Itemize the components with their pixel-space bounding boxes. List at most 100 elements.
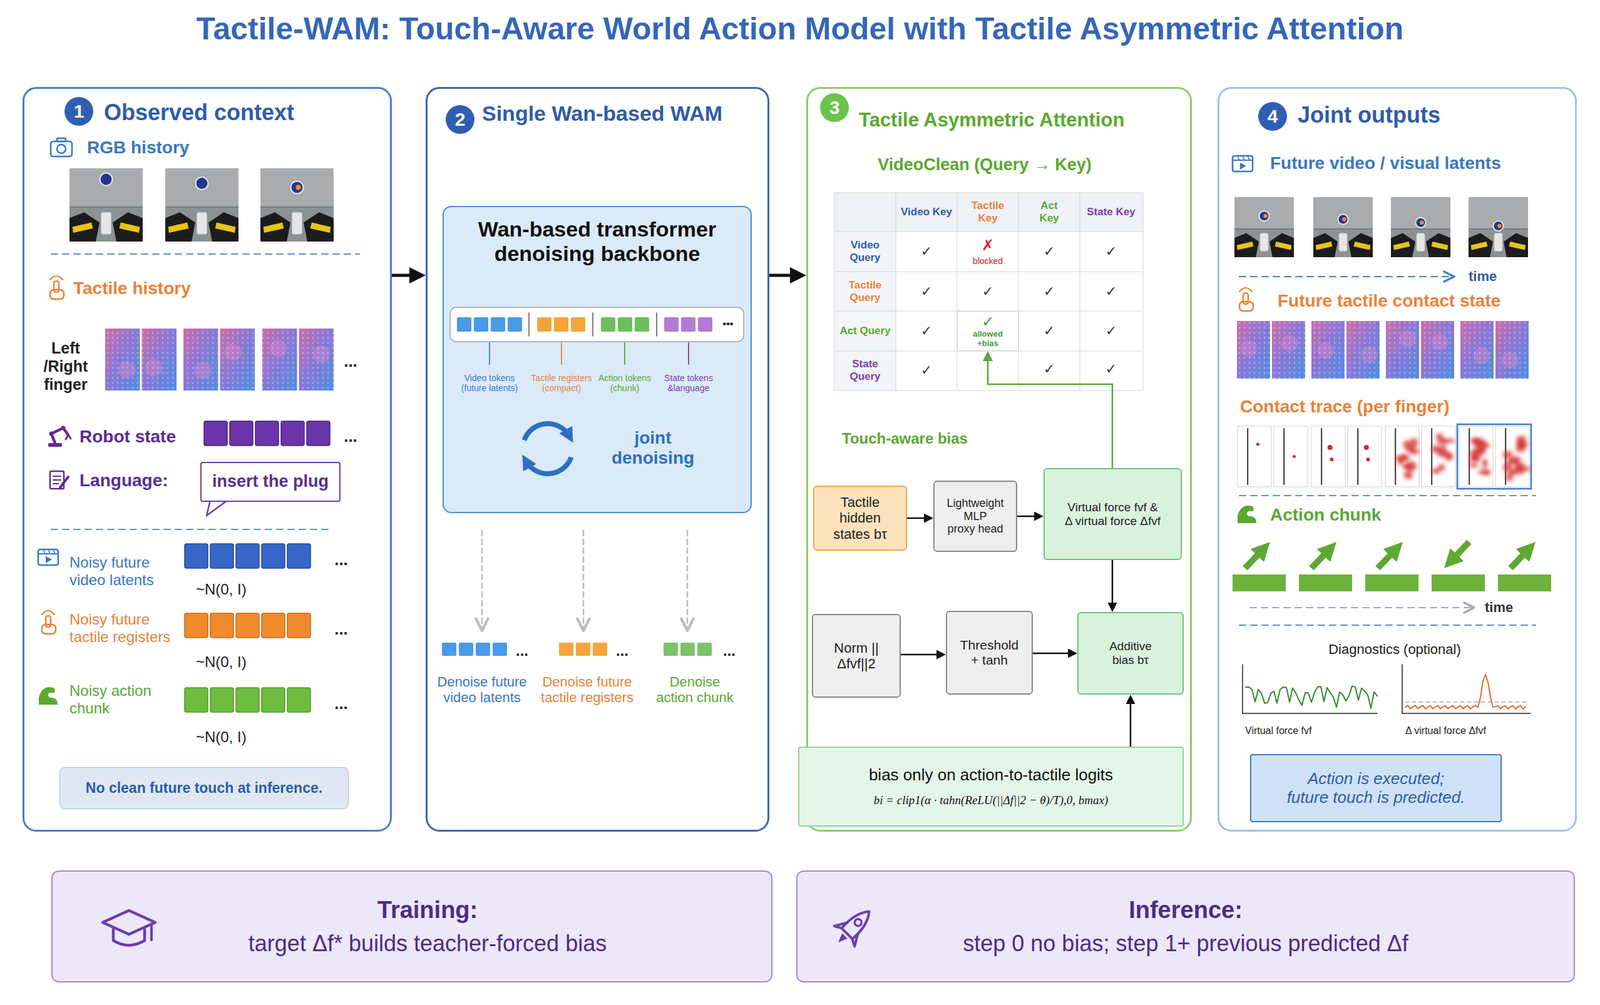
text-label: Denoise future tactile registers	[535, 674, 640, 707]
joint-outputs-figure	[1494, 233, 1503, 252]
joint-outputs-figure	[1283, 428, 1285, 485]
text-label: Touch-aware bias	[841, 430, 968, 448]
joint-outputs-figure	[1245, 686, 1378, 708]
observed-context-figure	[210, 687, 234, 713]
observed-context-figure	[51, 528, 329, 531]
joint-outputs-figure	[1405, 674, 1526, 710]
joint-outputs-figure	[1247, 155, 1250, 161]
observed-context-figure	[72, 222, 94, 233]
joint-outputs-figure	[1357, 428, 1359, 485]
connector-arrow	[900, 654, 941, 657]
backbone-figure	[492, 642, 508, 657]
joint-outputs-figure	[1435, 433, 1444, 441]
joint-outputs-figure	[1250, 607, 1475, 609]
backbone-figure	[525, 457, 571, 474]
process-box: Lightweight MLP proxy head	[933, 480, 1018, 553]
text-label: ✓	[1105, 361, 1117, 377]
attention-table	[1018, 192, 1020, 391]
attention-table	[834, 231, 1144, 233]
observed-context-figure	[260, 168, 334, 207]
joint-outputs-figure	[1497, 224, 1502, 229]
joint-outputs-figure	[1315, 241, 1333, 250]
joint-outputs-figure	[1395, 455, 1408, 461]
backbone-figure	[558, 642, 574, 657]
attention-table	[834, 271, 1144, 273]
panel-heading: Single Wan-based WAM	[482, 101, 723, 126]
joint-outputs-figure	[1241, 664, 1244, 714]
observed-context-figure	[255, 421, 279, 446]
joint-outputs-figure	[1469, 456, 1478, 462]
joint-outputs-figure	[1460, 321, 1494, 379]
joint-outputs-figure	[1239, 495, 1536, 497]
icon	[102, 910, 156, 935]
joint-outputs-figure	[1245, 550, 1263, 569]
text-label: ...	[334, 550, 349, 570]
backbone-figure	[592, 312, 594, 337]
observed-context-figure	[262, 328, 298, 391]
observed-context-figure	[262, 328, 298, 391]
joint-outputs-figure	[1342, 217, 1347, 222]
joint-outputs-figure	[1292, 455, 1296, 459]
joint-outputs-figure	[1421, 426, 1456, 488]
text-label: Tactile Key	[965, 199, 1010, 225]
observed-context-figure	[220, 328, 256, 391]
text-label: Future tactile contact state	[1277, 291, 1501, 312]
joint-outputs-figure	[1457, 424, 1532, 489]
text-label: ~N(0, I)	[195, 728, 247, 747]
joint-outputs-figure	[1510, 469, 1518, 476]
text-label: ✓	[920, 323, 933, 339]
joint-outputs-figure	[1275, 241, 1293, 250]
observed-context-figure	[50, 276, 63, 280]
joint-outputs-figure	[1256, 443, 1260, 447]
observed-context-figure	[229, 421, 253, 446]
backbone-figure	[634, 317, 650, 332]
text-label: VideoClean (Query → Key)	[877, 155, 1092, 175]
joint-outputs-figure	[1468, 463, 1478, 468]
joint-outputs-figure	[1311, 426, 1346, 488]
node-text: Virtual force fvf & Δ virtual force Δfvf	[1049, 500, 1176, 529]
joint-outputs-figure	[1346, 321, 1380, 379]
joint-outputs-figure	[1313, 228, 1373, 230]
joint-outputs-figure	[1313, 197, 1373, 258]
observed-context-figure	[299, 328, 335, 391]
backbone-figure	[441, 642, 457, 657]
joint-outputs-figure	[1506, 459, 1517, 464]
joint-outputs-figure	[1492, 220, 1503, 231]
observed-context-figure	[69, 168, 143, 242]
backbone-figure	[523, 423, 570, 441]
joint-outputs-figure	[1258, 210, 1269, 221]
text-label: joint denoising	[602, 428, 703, 469]
connector-arrow	[1111, 560, 1114, 607]
joint-outputs-figure	[1365, 457, 1370, 462]
observed-context-figure	[310, 222, 332, 233]
observed-context-figure	[53, 475, 61, 477]
text-label: ...	[615, 642, 629, 660]
observed-context-figure	[69, 206, 143, 208]
node-text: bi = clip1(α · tahn(ReLU(||Δf||2 − θ)/T)…	[873, 793, 1109, 808]
joint-outputs-figure	[1431, 468, 1441, 474]
observed-context-figure	[41, 610, 55, 615]
node-text: Lightweight MLP proxy head	[939, 497, 1011, 536]
connector-arrow	[1032, 652, 1072, 655]
observed-context-figure	[208, 212, 239, 242]
node-text: bias only on action-to-tactile logits	[868, 766, 1113, 785]
process-box: Norm ||Δfvf||2	[811, 614, 901, 698]
observed-context-figure	[165, 212, 196, 242]
observed-context-figure	[45, 615, 51, 628]
backbone-figure	[507, 317, 523, 332]
joint-outputs-figure	[1348, 233, 1373, 258]
joint-outputs-figure	[1502, 450, 1513, 459]
observed-context-figure	[38, 138, 360, 713]
observed-context-figure	[235, 687, 260, 713]
observed-context-figure	[204, 421, 228, 446]
observed-context-figure	[281, 421, 305, 446]
backbone-figure	[664, 317, 679, 332]
observed-context-figure	[260, 206, 334, 208]
joint-outputs-figure	[1431, 574, 1485, 592]
observed-context-figure	[261, 543, 285, 569]
joint-outputs-figure	[1329, 457, 1334, 462]
joint-outputs-figure	[1404, 461, 1417, 471]
joint-outputs-figure	[1409, 438, 1418, 448]
callout-number: 2	[445, 105, 475, 134]
observed-context-figure	[261, 687, 285, 713]
